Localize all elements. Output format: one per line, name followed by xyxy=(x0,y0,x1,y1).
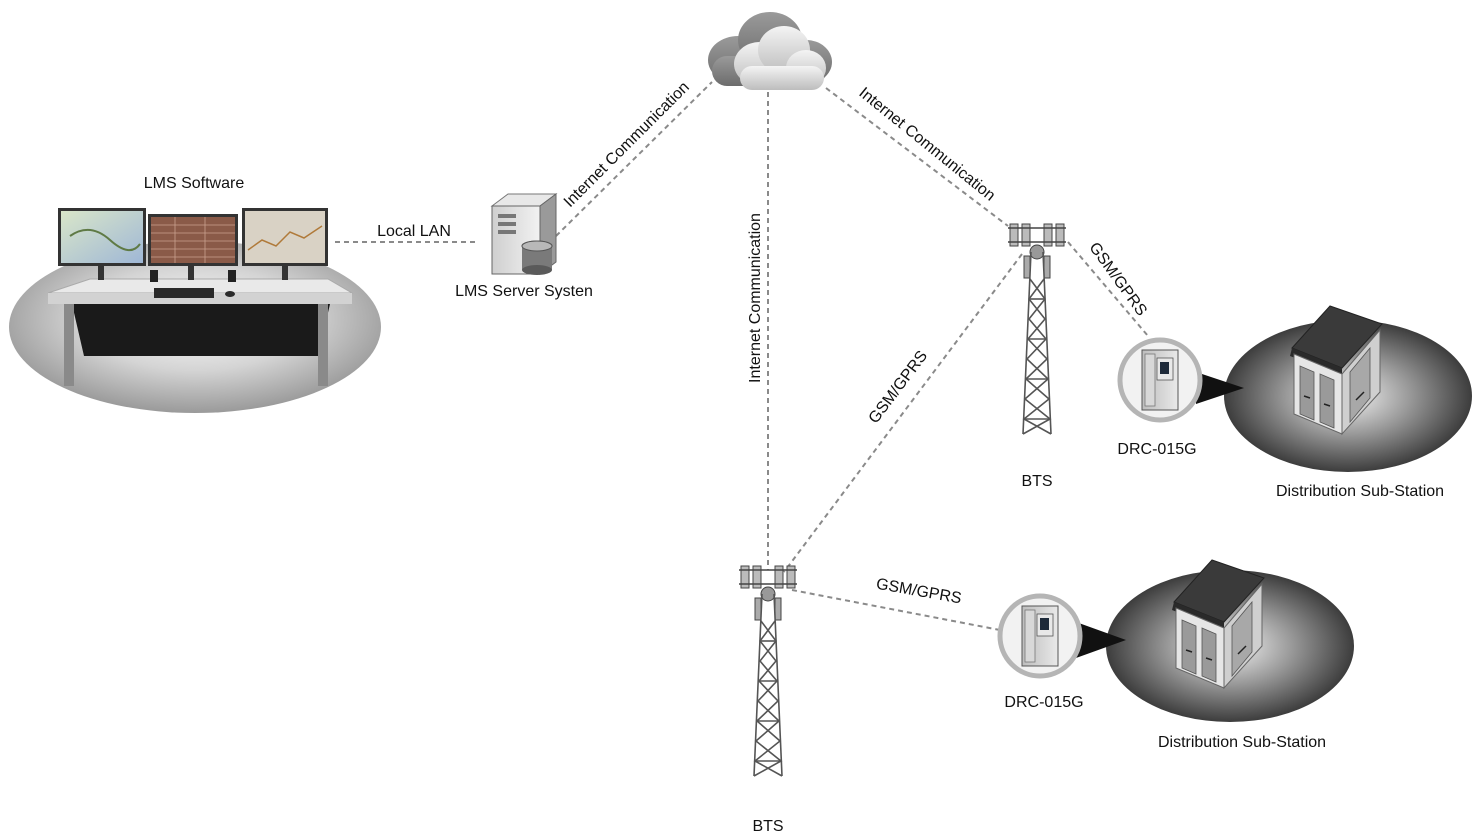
workstation-label: LMS Software xyxy=(144,175,245,192)
links xyxy=(335,81,1149,631)
substation-top: DRC-015G Distribution Sub-Station xyxy=(1117,305,1472,500)
server-cloud-label: Internet Communication xyxy=(561,79,693,211)
link-bts-top-drc xyxy=(1067,241,1149,337)
link-cloud-bts-top xyxy=(825,87,1009,227)
local-lan-label: Local LAN xyxy=(377,223,451,240)
server-label: LMS Server Systen xyxy=(455,283,593,300)
drc-top-label: DRC-015G xyxy=(1117,441,1196,458)
server-icon xyxy=(490,193,558,275)
bts-bottom-label: BTS xyxy=(752,818,783,834)
cloud-bts-bottom-label: Internet Communication xyxy=(747,213,764,383)
drc-bottom-label: DRC-015G xyxy=(1004,694,1083,711)
cloud-icon xyxy=(708,12,832,90)
bts-top-tower-icon xyxy=(1007,223,1067,435)
substation-bottom: DRC-015G Distribution Sub-Station xyxy=(997,559,1354,751)
bts-top-label: BTS xyxy=(1021,473,1052,490)
controller-cabinet-icon xyxy=(1021,605,1059,667)
bts-bottom-drc-label: GSM/GPRS xyxy=(875,576,963,608)
bts-link-label: GSM/GPRS xyxy=(866,348,931,427)
link-server-cloud xyxy=(555,81,713,237)
workstation-desk-icon xyxy=(47,208,354,386)
bts-bottom-tower-icon xyxy=(738,565,798,777)
cloud-bts-top-label: Internet Communication xyxy=(855,84,998,204)
substation-bottom-label: Distribution Sub-Station xyxy=(1158,734,1326,751)
link-bts-top-bts-bottom xyxy=(783,253,1023,573)
substation-top-label: Distribution Sub-Station xyxy=(1276,483,1444,500)
bts-top-drc-label: GSM/GPRS xyxy=(1085,239,1149,319)
workstation: LMS Software xyxy=(9,175,381,413)
controller-cabinet-icon xyxy=(1141,349,1179,411)
